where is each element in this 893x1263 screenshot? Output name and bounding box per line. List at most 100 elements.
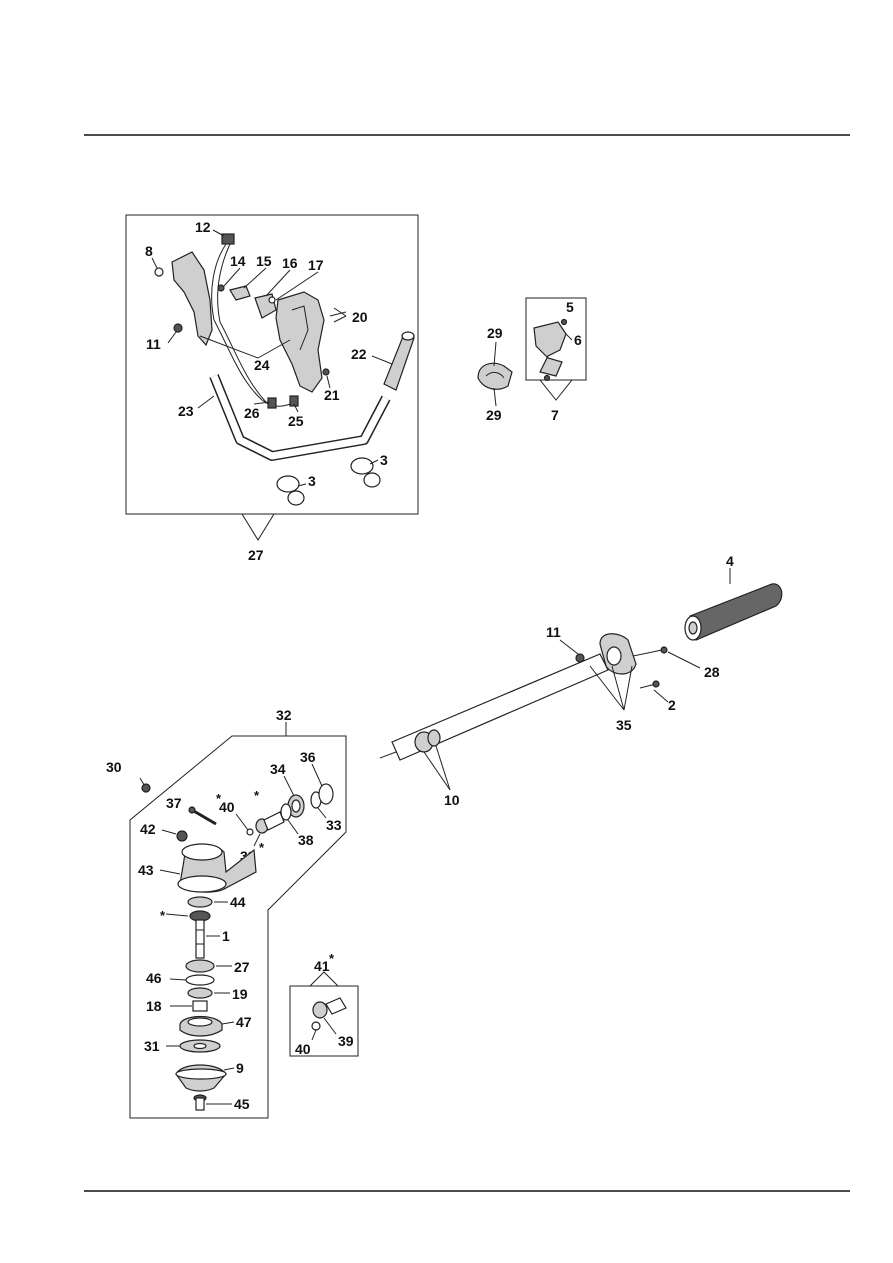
asterisk-40a: * — [216, 791, 222, 806]
callout-3b: 3 — [308, 473, 316, 489]
callout-1: 1 — [222, 928, 230, 944]
callout-26: 26 — [244, 405, 260, 421]
callout-28: 28 — [704, 664, 720, 680]
callout-40a: 40 — [219, 799, 235, 815]
nut-8-part — [154, 267, 164, 277]
wire-harness-part — [213, 319, 297, 407]
callout-11a: 11 — [146, 336, 161, 352]
callout-24: 24 — [254, 357, 270, 373]
asterisk-gear: * — [160, 908, 166, 923]
connector-12-part — [221, 233, 235, 245]
spacer-18-part — [192, 1000, 208, 1012]
callout-41: 41 — [314, 958, 330, 974]
spring-17-part — [268, 296, 276, 304]
cover-9-part — [175, 1064, 227, 1092]
nut-11b-part — [575, 653, 585, 663]
callout-7: 7 — [551, 407, 559, 423]
seal-44-part — [187, 896, 213, 908]
handle-assembly-group: 12 8 14 15 16 17 20 11 22 24 21 23 26 25… — [125, 214, 419, 563]
callout-23: 23 — [178, 403, 194, 419]
callout-6: 6 — [574, 332, 582, 348]
callout-42: 42 — [140, 821, 156, 837]
callout-20: 20 — [352, 309, 368, 325]
callout-45: 45 — [234, 1096, 250, 1112]
callout-33: 33 — [326, 817, 342, 833]
gear-case-43-part — [177, 843, 257, 893]
handle-bracket-part — [171, 251, 213, 347]
pinion-39b-part — [312, 997, 347, 1019]
callout-22: 22 — [351, 346, 367, 362]
asterisk-39a: * — [259, 840, 265, 855]
callout-37: 37 — [166, 795, 182, 811]
nut-11-part — [173, 323, 183, 333]
callout-3a: 3 — [380, 452, 388, 468]
callout-14: 14 — [230, 253, 246, 269]
bolt-2-part — [639, 680, 660, 689]
callout-4: 4 — [726, 553, 734, 569]
callout-25: 25 — [288, 413, 304, 429]
gear-head-group: 32 30 37 * 40 39 * * — [106, 707, 347, 1119]
callout-17: 17 — [308, 257, 324, 273]
screw-14-part — [217, 284, 225, 292]
callout-11b: 11 — [546, 624, 561, 640]
callout-35: 35 — [616, 717, 632, 733]
callout-47: 47 — [236, 1014, 252, 1030]
callout-30: 30 — [106, 759, 122, 775]
asterisk-38: * — [254, 788, 260, 803]
callout-21: 21 — [324, 387, 340, 403]
shaft-tube-part — [391, 653, 609, 761]
callout-2: 2 — [668, 697, 676, 713]
bearing-34-part — [287, 794, 305, 818]
clamp-29-group: 29 29 — [477, 325, 513, 423]
callout-27b: 27 — [234, 959, 250, 975]
bolt-45-part — [193, 1094, 207, 1111]
pinion-39a-part — [255, 811, 285, 834]
cup-31-part — [179, 1039, 221, 1053]
ring-36-part — [318, 783, 334, 805]
handle-assembly-frame — [125, 214, 419, 515]
shaft-1-part — [195, 919, 205, 959]
callout-46: 46 — [146, 970, 162, 986]
callout-19: 19 — [232, 986, 248, 1002]
callout-16: 16 — [282, 255, 298, 271]
washer-40b-part — [311, 1021, 321, 1031]
pinion-kit-frame — [289, 985, 359, 1057]
callout-15: 15 — [256, 253, 272, 269]
callout-18: 18 — [146, 998, 162, 1014]
gear-head-frame — [129, 735, 347, 1119]
callout-31: 31 — [144, 1038, 160, 1054]
clamp-29-part — [477, 362, 513, 390]
callout-9: 9 — [236, 1060, 244, 1076]
callout-40b: 40 — [295, 1041, 311, 1057]
terminal-26-part — [267, 397, 277, 409]
circlip-19-part — [187, 987, 213, 999]
clamp-3a-part — [276, 475, 305, 506]
asterisk-41: * — [329, 951, 335, 966]
callout-43: 43 — [138, 862, 154, 878]
callout-8: 8 — [145, 243, 153, 259]
callout-27a: 27 — [248, 547, 264, 563]
bushing-10-part — [414, 729, 441, 753]
screw-21-part — [322, 368, 330, 376]
washer-40a-part — [246, 828, 254, 836]
lever-15-part — [229, 285, 251, 301]
pinion-kit-group: 41 * 40 39 — [289, 951, 359, 1057]
callout-12: 12 — [195, 219, 211, 235]
callout-32: 32 — [276, 707, 292, 723]
callout-5: 5 — [566, 299, 574, 315]
callout-29a: 29 — [487, 325, 503, 341]
clamp-3b-part — [350, 457, 381, 488]
bracket-7-part — [533, 321, 567, 377]
holder-47-part — [179, 1015, 223, 1037]
bolt-30-part — [139, 777, 151, 793]
washer-46-part — [185, 974, 215, 986]
callout-34: 34 — [270, 761, 286, 777]
bracket-7-group: 5 6 7 — [525, 297, 587, 423]
bearing-27-part — [185, 959, 215, 973]
callout-39b: 39 — [338, 1033, 354, 1049]
bolt-37-part — [188, 806, 217, 826]
throttle-handle-part — [275, 291, 325, 393]
grip-22-part — [383, 331, 415, 391]
callout-44: 44 — [230, 894, 246, 910]
